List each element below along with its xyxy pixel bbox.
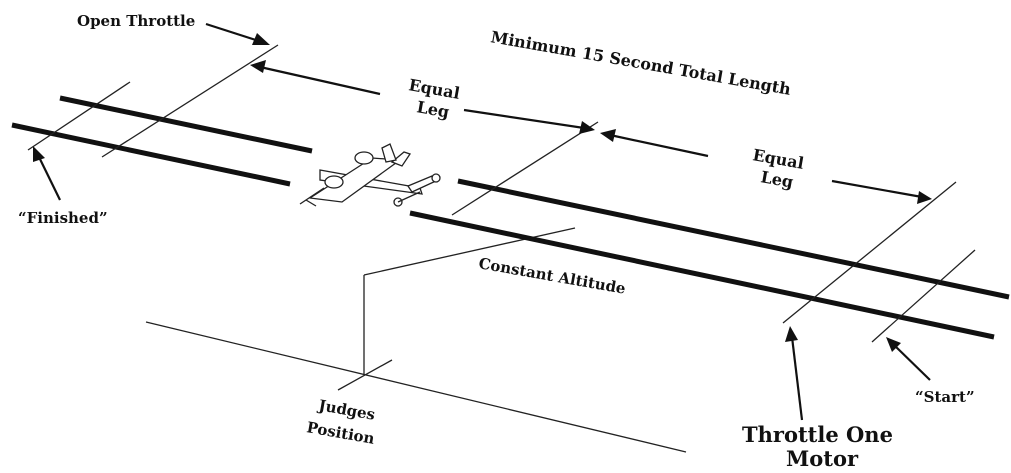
judges-tick xyxy=(337,359,393,391)
start-label: “Start” xyxy=(915,388,975,406)
flight-path-upper-right xyxy=(457,178,1010,300)
throttle-one-arrow xyxy=(785,326,804,421)
start-gate-line xyxy=(871,249,976,343)
throttle-one-gate-line xyxy=(782,181,957,324)
equal-leg-2-line2: Leg xyxy=(759,167,794,191)
center-gate-line xyxy=(451,121,599,216)
ground-line xyxy=(145,321,687,453)
finished-gate-line xyxy=(27,81,131,151)
twin-engine-airplane-icon xyxy=(299,143,441,207)
judges-label-line2: Position xyxy=(305,418,376,448)
constant-altitude-label: Constant Altitude xyxy=(477,254,627,298)
flight-path-lower-right xyxy=(409,210,995,340)
open-throttle-arrow xyxy=(205,22,270,45)
minimum-length-label: Minimum 15 Second Total Length xyxy=(489,27,792,99)
flight-path-upper-left xyxy=(59,95,313,154)
equal-leg-left-arrow xyxy=(250,60,381,96)
throttle-one-label-line2: Motor xyxy=(786,446,859,471)
equal-leg-1-line2: Leg xyxy=(415,97,450,121)
equal-leg-1-line1: Equal xyxy=(407,75,461,103)
finished-label: “Finished” xyxy=(18,209,108,227)
throttle-one-label-line1: Throttle One xyxy=(742,422,893,447)
equal-leg-center-left-arrow xyxy=(600,129,709,158)
equal-leg-2-line1: Equal xyxy=(751,145,805,173)
judges-label-line1: Judges xyxy=(315,396,376,424)
open-throttle-label: Open Throttle xyxy=(77,12,195,30)
start-arrow xyxy=(886,337,931,381)
finished-arrow xyxy=(33,146,61,201)
open-throttle-gate-line xyxy=(101,44,279,158)
equal-leg-right-arrow xyxy=(831,179,932,204)
flight-path-lower-left xyxy=(11,122,291,187)
judges-sight-line xyxy=(363,227,576,276)
equal-leg-center-right-arrow xyxy=(463,108,595,134)
